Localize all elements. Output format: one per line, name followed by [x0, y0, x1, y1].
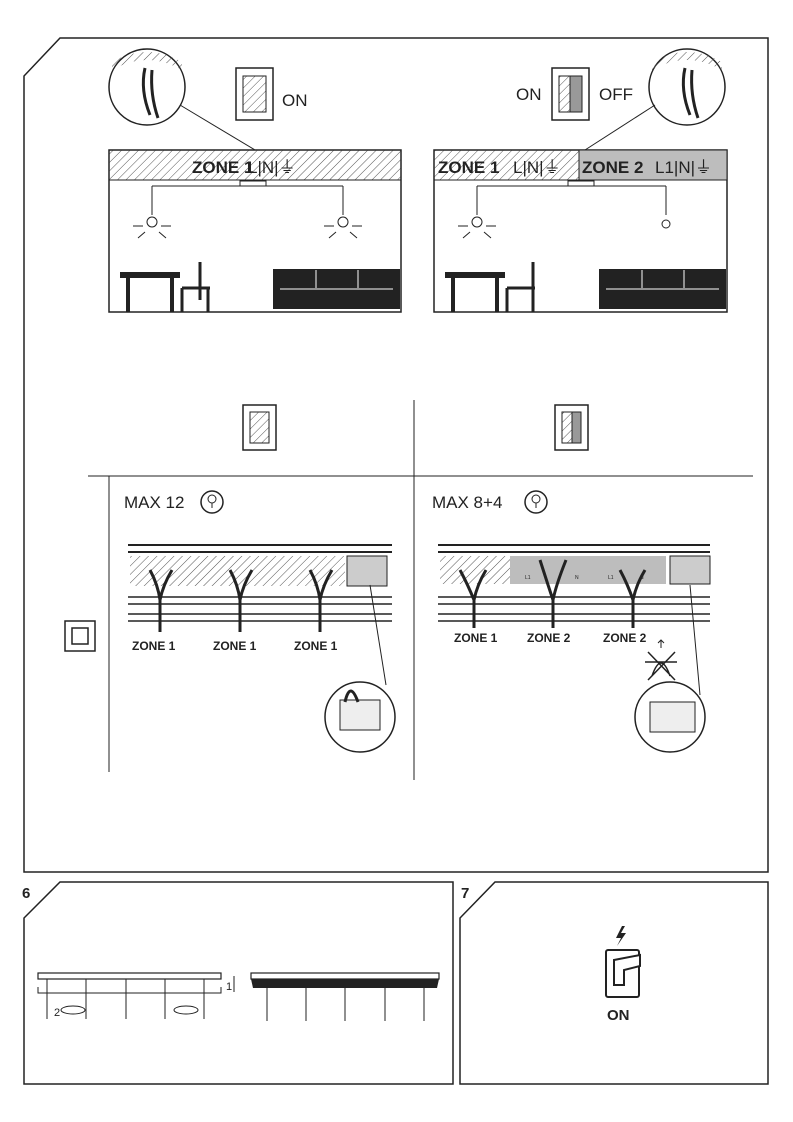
switch-off-label: OFF	[599, 85, 633, 104]
no-bulb-icon	[645, 639, 677, 681]
zone-label: ZONE 1	[192, 158, 253, 177]
max-label: MAX 12	[124, 493, 184, 512]
zone-label: ZONE 2	[527, 631, 571, 645]
wiring-right: MAX 8+4 L1 N L1 N ZONE 1 ZONE 2 ZONE 2	[432, 490, 711, 753]
room-scene-left: ON ZONE 1 L|N|⏚	[108, 48, 402, 313]
zone-label: ZONE 1	[132, 639, 176, 653]
zone2-terminal-label: L1|N|⏚	[655, 158, 712, 177]
main-panel-border	[23, 37, 769, 873]
terminal-label: N	[575, 575, 579, 581]
terminal-label: L1	[608, 575, 614, 581]
zone-label: ZONE 1	[213, 639, 257, 653]
zone1-label: ZONE 1	[438, 158, 499, 177]
step-number: 7	[461, 885, 469, 902]
zone1-terminal-label: L|N|⏚	[513, 158, 561, 177]
cable-detail-circle	[648, 48, 726, 126]
wiring-left: MAX 12 ZONE 1 ZONE 1 ZONE 1	[124, 490, 396, 753]
switch-on-label: ON	[607, 1007, 630, 1024]
zone-label: ZONE 1	[454, 631, 498, 645]
terminal-detail-circle	[634, 681, 706, 753]
switch-icon-single	[242, 404, 277, 451]
max-label: MAX 8+4	[432, 493, 502, 512]
zone2-label: ZONE 2	[582, 158, 643, 177]
switch-on-label: ON	[516, 85, 542, 104]
switch-icon-double	[554, 404, 589, 451]
terminal-label: L1	[525, 575, 531, 581]
bulb-icon	[200, 490, 224, 514]
step-number: 6	[22, 885, 30, 902]
switch-state-label: ON	[282, 91, 308, 110]
breaker-switch-icon	[605, 949, 641, 998]
terminal-detail-circle	[324, 681, 396, 753]
zone-label: ZONE 1	[294, 639, 338, 653]
switch-icon-on	[235, 67, 274, 121]
callout-1: 1	[226, 981, 232, 993]
bulb-icon	[524, 490, 548, 514]
terminal-label: L|N|⏚	[248, 158, 296, 177]
cable-detail-circle	[108, 48, 186, 126]
power-icon	[616, 926, 626, 946]
switch-icon-toggle	[551, 67, 590, 121]
step-6-panel: 6 1 2	[22, 881, 454, 1085]
zone-label: ZONE 2	[603, 631, 647, 645]
step-7-panel: 7 ON	[459, 881, 769, 1085]
room-scene-right: ON OFF ZONE 1 L|N|⏚ ZONE 2 L1|N|⏚	[433, 48, 728, 313]
double-insulation-icon	[64, 620, 96, 652]
callout-2: 2	[54, 1007, 60, 1019]
